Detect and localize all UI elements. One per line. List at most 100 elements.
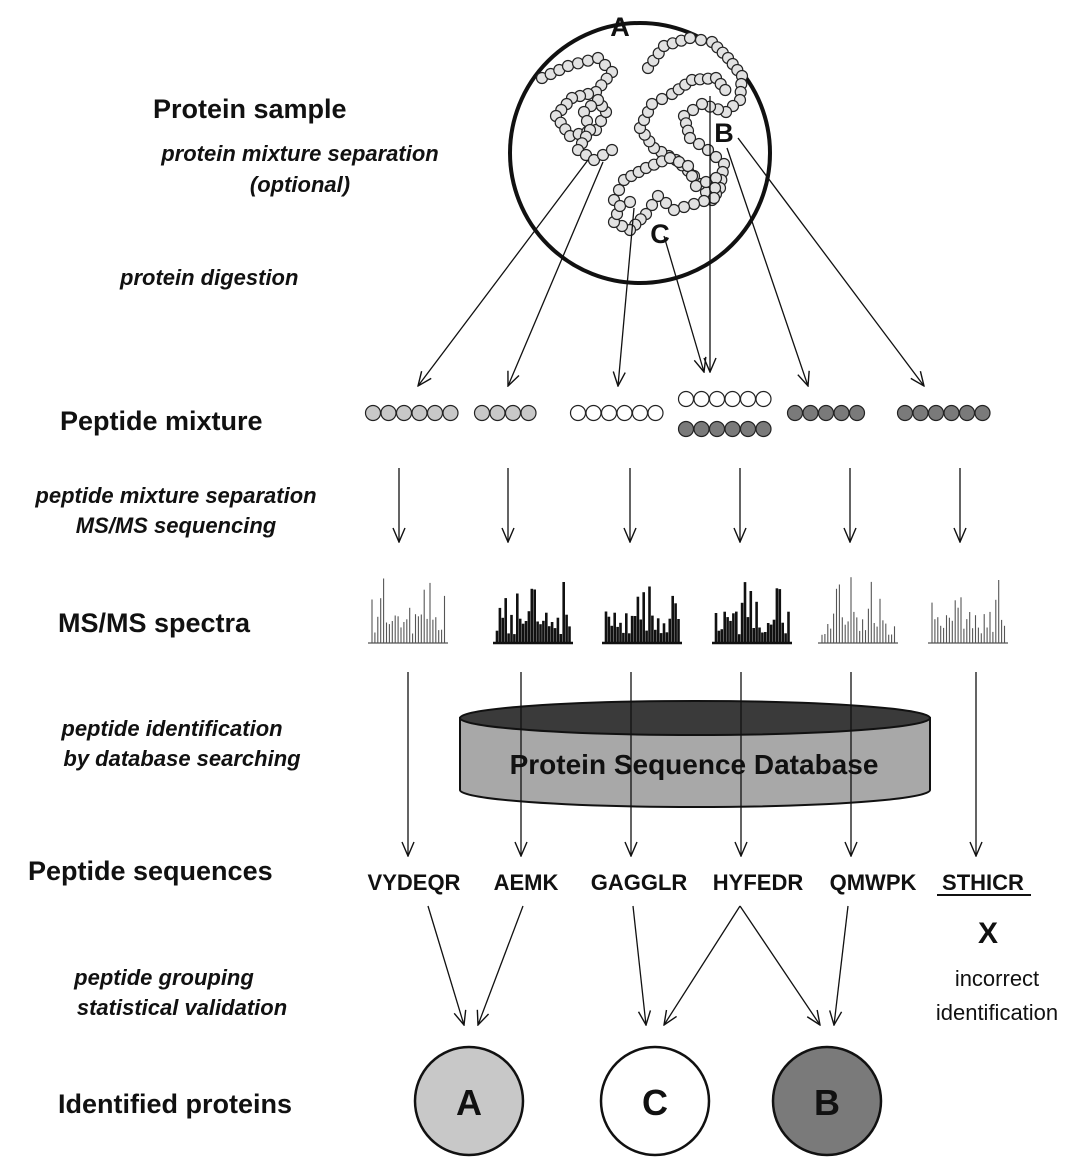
protein-sample-circle bbox=[508, 21, 772, 285]
arrow-group-hyfedr-b bbox=[739, 905, 820, 1025]
peptide-bead-c bbox=[569, 404, 587, 422]
arrow-c-to-pep4 bbox=[663, 235, 704, 372]
protein-b-bead bbox=[683, 31, 697, 45]
peptide-bead-c bbox=[677, 390, 695, 408]
peptide-bead-a bbox=[380, 404, 397, 422]
peptide-bead-c bbox=[739, 390, 757, 408]
incorrect-x-mark: X bbox=[978, 917, 998, 950]
protein-c-bead bbox=[613, 199, 627, 213]
arrow-a-to-pep1 bbox=[418, 159, 589, 386]
peptide-bead-a bbox=[426, 404, 444, 422]
peptide-seq-hyfedr: HYFEDR bbox=[713, 870, 804, 895]
protein-b-bead bbox=[655, 92, 669, 106]
peptide-bead-a bbox=[489, 404, 506, 422]
peptide-bead-b bbox=[693, 420, 710, 438]
peptide-seq-aemk: AEMK bbox=[494, 870, 559, 895]
protein-c-bead bbox=[687, 197, 701, 211]
peptide-bead-c bbox=[616, 404, 633, 422]
protein-c-bead bbox=[645, 198, 659, 212]
arrow-b-to-pep6 bbox=[737, 137, 924, 386]
label-protein-sample: Protein sample bbox=[153, 94, 347, 124]
incorrect-note-line1: incorrect bbox=[955, 966, 1039, 991]
protein-c-bead bbox=[677, 200, 691, 214]
peptide-bead-c bbox=[693, 390, 710, 408]
database-cylinder-body bbox=[459, 717, 931, 808]
peptide-bead-b bbox=[896, 404, 914, 422]
arrow-group-aemk-a bbox=[478, 905, 524, 1025]
arrow-group-vydeqr-a bbox=[427, 905, 464, 1025]
protein-sequence-database: Protein Sequence Database bbox=[459, 700, 931, 808]
spectrum-1 bbox=[368, 578, 448, 644]
peptide-bead-b bbox=[724, 420, 741, 438]
peptide-bead-c bbox=[585, 404, 602, 422]
msms-spectra-plots bbox=[368, 577, 1008, 645]
sample-protein-label-b: B bbox=[714, 118, 734, 148]
protein-c-bead bbox=[659, 196, 673, 210]
protein-c-bead bbox=[708, 181, 722, 195]
peptide-seq-vydeqr: VYDEQR bbox=[368, 870, 461, 895]
peptide-seq-sthicr: STHICR bbox=[942, 870, 1024, 895]
arrow-group-gagglr-c bbox=[632, 905, 646, 1025]
label-digestion: protein digestion bbox=[119, 265, 298, 290]
protein-b-bead bbox=[692, 137, 706, 151]
peptide-bead-c bbox=[708, 390, 726, 408]
peptide-bead-b bbox=[927, 404, 945, 422]
label-separation-line1: protein mixture separation bbox=[160, 141, 439, 166]
peptide-bead-b bbox=[802, 404, 819, 422]
protein-c-bead bbox=[623, 195, 637, 209]
peptide-bead-c bbox=[631, 404, 649, 422]
peptide-bead-c bbox=[724, 390, 741, 408]
label-msms-spectra: MS/MS spectra bbox=[58, 608, 251, 638]
label-grouping-line2: statistical validation bbox=[77, 995, 287, 1020]
spectrum-5 bbox=[818, 577, 898, 644]
peptide-bead-b bbox=[833, 404, 850, 422]
peptide-bead-a bbox=[520, 404, 537, 422]
spectrum-4 bbox=[712, 582, 792, 645]
arrow-group-hyfedr-c bbox=[664, 905, 741, 1025]
identified-protein-c bbox=[599, 1045, 711, 1157]
protein-a-bead bbox=[605, 143, 619, 157]
protein-c-bead bbox=[697, 194, 711, 208]
peptide-bead-b bbox=[739, 420, 757, 438]
peptide-bead-b bbox=[677, 420, 695, 438]
peptide-bead-b bbox=[817, 404, 835, 422]
protein-a-bead bbox=[571, 57, 585, 70]
protein-b-bead bbox=[694, 33, 708, 47]
identified-proteins: A C B bbox=[413, 1045, 883, 1157]
arrow-a-to-pep2 bbox=[508, 161, 604, 386]
identified-protein-a bbox=[413, 1045, 525, 1157]
protein-b-bead bbox=[686, 103, 700, 117]
sample-protein-label-c: C bbox=[650, 219, 670, 249]
protein-c-bead bbox=[709, 171, 723, 185]
peptide-bead-b bbox=[943, 404, 960, 422]
digestion-arrows bbox=[418, 96, 924, 386]
database-label: Protein Sequence Database bbox=[510, 749, 879, 780]
identification-arrows bbox=[408, 672, 976, 856]
peptide-bead-c bbox=[600, 404, 618, 422]
peptide-bead-a bbox=[504, 404, 522, 422]
protein-c-bead bbox=[612, 183, 626, 197]
protein-b-bead bbox=[719, 83, 732, 97]
identified-protein-b bbox=[771, 1045, 883, 1157]
peptide-bead-b bbox=[786, 404, 804, 422]
peptide-bead-a bbox=[411, 404, 428, 422]
protein-a-bead bbox=[596, 148, 610, 162]
protein-b-bead bbox=[645, 97, 659, 111]
protein-c-bead bbox=[689, 179, 703, 193]
protein-a-bead bbox=[561, 59, 575, 73]
sample-protein-label-a: A bbox=[610, 12, 630, 42]
label-peptide-separation-line1: peptide mixture separation bbox=[34, 483, 316, 508]
identified-protein-c-label: C bbox=[642, 1082, 668, 1123]
label-identified-proteins: Identified proteins bbox=[58, 1089, 292, 1119]
label-peptide-separation-line2: MS/MS sequencing bbox=[76, 513, 277, 538]
spectrum-3 bbox=[602, 586, 682, 645]
peptide-bead-b bbox=[958, 404, 976, 422]
peptide-bead-a bbox=[442, 404, 459, 422]
peptide-seq-gagglr: GAGGLR bbox=[591, 870, 688, 895]
peptide-bead-b bbox=[974, 404, 991, 422]
identified-protein-a-label: A bbox=[456, 1082, 482, 1123]
protein-chains bbox=[535, 31, 749, 237]
protein-c-bead bbox=[651, 189, 665, 203]
protein-a-bead bbox=[587, 153, 601, 167]
